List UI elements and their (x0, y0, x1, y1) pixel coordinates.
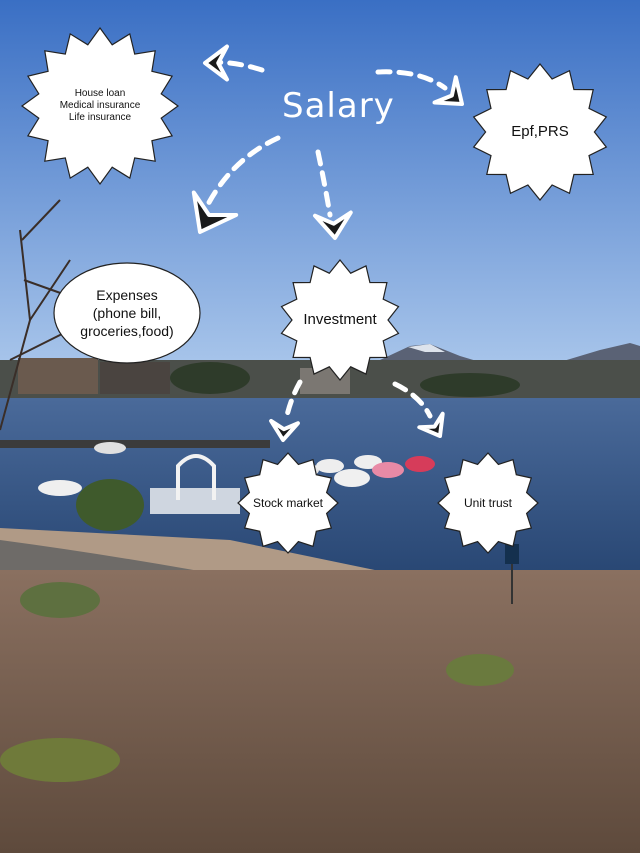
arrowhead-epf (432, 75, 464, 106)
arrowhead-unit (417, 411, 445, 438)
node-label-unit: Unit trust (413, 496, 563, 510)
node-label-expenses: Expenses (phone bill, groceries,food) (52, 286, 202, 340)
node-label-investment: Investment (265, 311, 415, 329)
building (100, 362, 170, 394)
salary-title: Salary (282, 86, 395, 126)
node-line: Medical insurance (59, 100, 141, 111)
arrowhead-investment (313, 210, 353, 240)
node-bubble-stock (237, 452, 339, 554)
bush (0, 738, 120, 782)
bush (446, 654, 514, 686)
node-line: Stock market (252, 496, 324, 510)
trees (420, 373, 520, 397)
node-line: groceries,food) (80, 323, 174, 339)
arrowhead-expenses (191, 190, 239, 234)
edge-salary-to-expenses (202, 135, 281, 213)
node-bubble-insurance (20, 26, 180, 186)
node-bubble-unit (437, 452, 539, 554)
edge-investment-to-unit (392, 381, 433, 419)
bush (20, 582, 100, 618)
node-label-stock: Stock market (213, 496, 363, 510)
node-line: (phone bill, (92, 305, 162, 321)
mountain-snow (408, 344, 445, 352)
arrowhead-insurance (203, 44, 229, 82)
node-line: House loan (74, 88, 126, 99)
bushes (0, 570, 640, 853)
node-bubble-expenses (53, 262, 201, 364)
edge-investment-to-stock (283, 379, 303, 423)
node-line: Epf,PRS (511, 123, 569, 140)
edge-salary-to-epf (375, 69, 448, 91)
node-line: Unit trust (463, 496, 512, 510)
gate-arch (176, 454, 216, 500)
arrowhead-stock (269, 418, 300, 442)
pier (150, 488, 240, 514)
edge-salary-to-investment (315, 149, 333, 218)
node-bubble-epf (472, 63, 608, 201)
sign-post (505, 544, 519, 564)
pier (0, 440, 270, 448)
building (18, 358, 98, 394)
node-bubble-investment (280, 259, 400, 381)
trees (170, 362, 250, 394)
node-label-epf: Epf,PRS (465, 123, 615, 141)
node-line: Life insurance (68, 112, 132, 123)
node-line: Expenses (96, 287, 158, 303)
bush (76, 479, 144, 531)
node-line: Investment (303, 311, 377, 328)
